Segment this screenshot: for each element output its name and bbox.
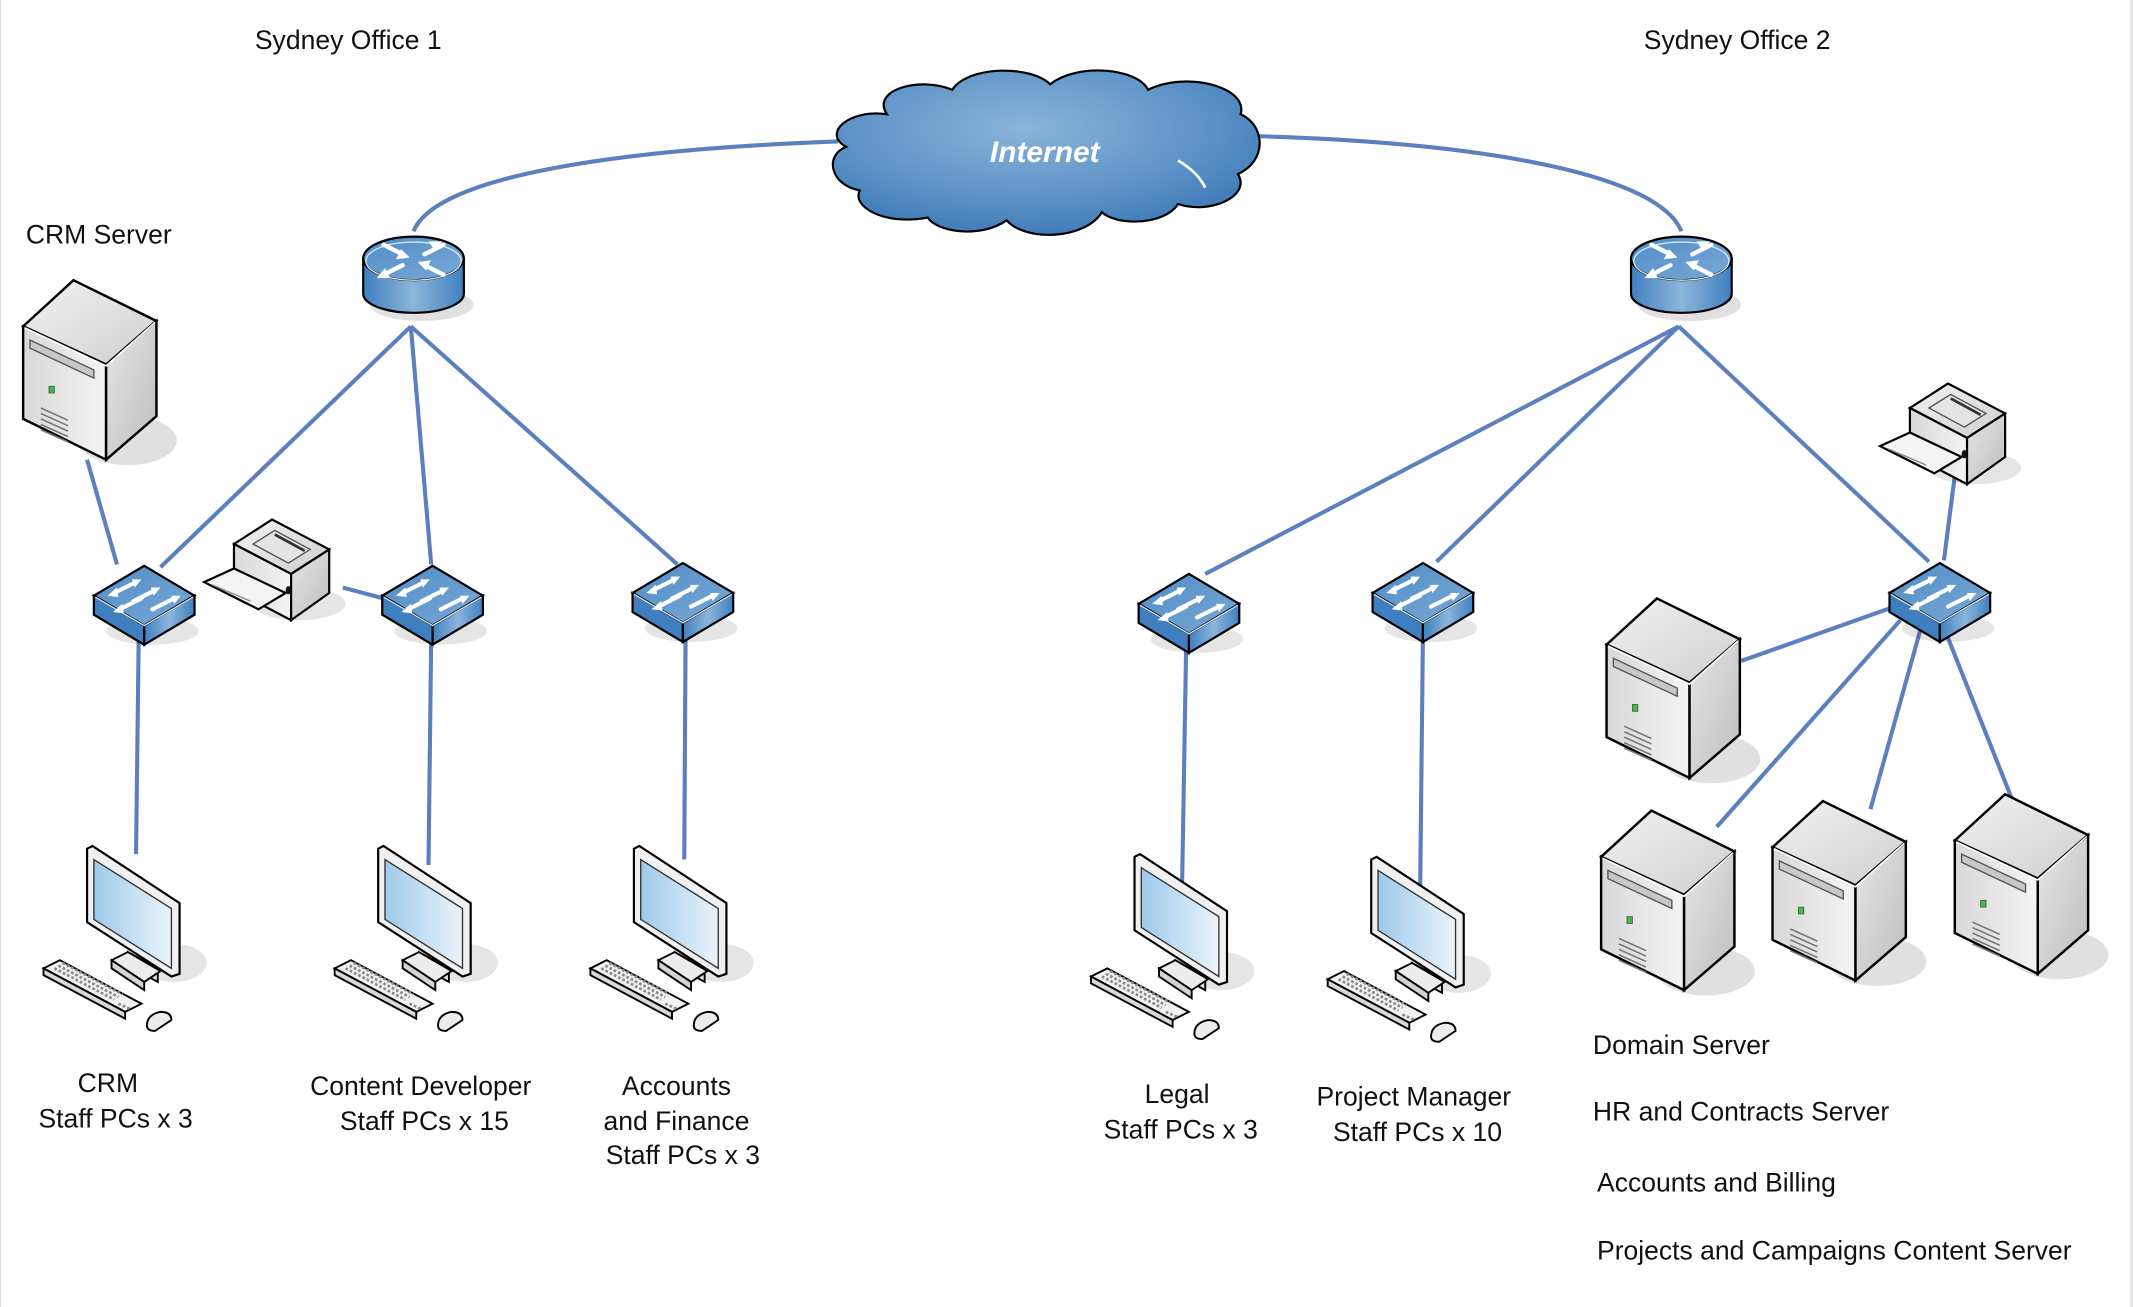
right-border — [2130, 0, 2133, 1307]
link-crmserver-switch1 — [85, 459, 119, 565]
switch-icon[interactable] — [94, 566, 199, 645]
link-switch6-server1 — [1740, 606, 1892, 663]
workstation-label-project-manager: Project Manager Staff PCs x 10 — [1316, 1082, 1518, 1147]
link-switch3-pc3 — [682, 629, 688, 860]
server-icon[interactable] — [1953, 793, 2110, 981]
link-switch6-server3 — [1868, 627, 1923, 810]
server-label-accounts-billing: Accounts and Billing — [1597, 1167, 1836, 1197]
link-printer2-switch6 — [1941, 475, 1957, 561]
link-internet-router2 — [1251, 133, 1684, 232]
server-icon[interactable] — [1771, 799, 1928, 988]
link-router1-switch3 — [409, 324, 679, 566]
workstation-icon[interactable] — [42, 844, 209, 1033]
server-label-hr-contracts: HR and Contracts Server — [1593, 1097, 1889, 1127]
switch-icon[interactable] — [1890, 563, 1995, 642]
server-icon[interactable] — [21, 278, 179, 467]
link-router1-switch1 — [159, 324, 413, 569]
switch-icon[interactable] — [382, 566, 487, 645]
switch-icon[interactable] — [1373, 563, 1478, 642]
server-icon[interactable] — [1599, 809, 1757, 997]
printer-icon[interactable] — [202, 518, 347, 622]
link-switch6-server2 — [1715, 618, 1902, 829]
server-label-domain: Domain Server — [1593, 1030, 1770, 1060]
printer-icon[interactable] — [1878, 382, 2023, 486]
link-switch1-pc1 — [133, 632, 141, 855]
link-router1-switch2 — [408, 326, 434, 565]
office1-title: Sydney Office 1 — [255, 25, 442, 55]
cloud-highlight — [1177, 159, 1207, 189]
workstation-icon[interactable] — [589, 844, 755, 1033]
internet-label: Internet — [990, 136, 1101, 169]
link-switch4-pc4 — [1180, 641, 1189, 885]
links — [85, 133, 2016, 887]
left-border — [0, 0, 1, 1307]
workstation-icon[interactable] — [1326, 855, 1493, 1044]
link-switch5-pc5 — [1418, 636, 1425, 887]
link-switch6-server4 — [1943, 630, 2016, 804]
link-router1-internet — [411, 139, 839, 233]
internet-cloud[interactable]: Internet — [831, 69, 1261, 236]
workstation-label-accounts-finance: Accounts and Finance Staff PCs x 3 — [603, 1071, 760, 1170]
link-router2-switch6 — [1677, 324, 1931, 564]
office1: CRM Server CRM Staff PCs x 3 Content Dev… — [21, 219, 760, 1170]
router-icon[interactable] — [1631, 237, 1741, 321]
server-label-projects-campaigns: Projects and Campaigns Content Server — [1597, 1235, 2072, 1265]
switch-icon[interactable] — [633, 563, 738, 642]
workstation-icon[interactable] — [333, 844, 500, 1033]
link-router2-switch5 — [1435, 324, 1681, 564]
crm-server-label: CRM Server — [26, 219, 172, 249]
workstation-icon[interactable] — [1089, 852, 1256, 1041]
server-icon[interactable] — [1605, 597, 1762, 785]
office2: Legal Staff PCs x 3 Project Manager Staf… — [1089, 237, 2110, 1265]
workstation-label-legal: Legal Staff PCs x 3 — [1104, 1079, 1258, 1144]
workstation-label-crm: CRM Staff PCs x 3 — [38, 1068, 192, 1133]
workstation-label-content-developer: Content Developer Staff PCs x 15 — [310, 1071, 539, 1136]
office2-title: Sydney Office 2 — [1644, 25, 1831, 55]
link-router2-switch4 — [1204, 324, 1680, 576]
link-printer1-switch2 — [342, 585, 385, 601]
router-icon[interactable] — [363, 237, 473, 321]
link-switch2-pc2 — [426, 635, 434, 866]
cloud-icon — [831, 69, 1261, 236]
switch-icon[interactable] — [1139, 574, 1244, 653]
